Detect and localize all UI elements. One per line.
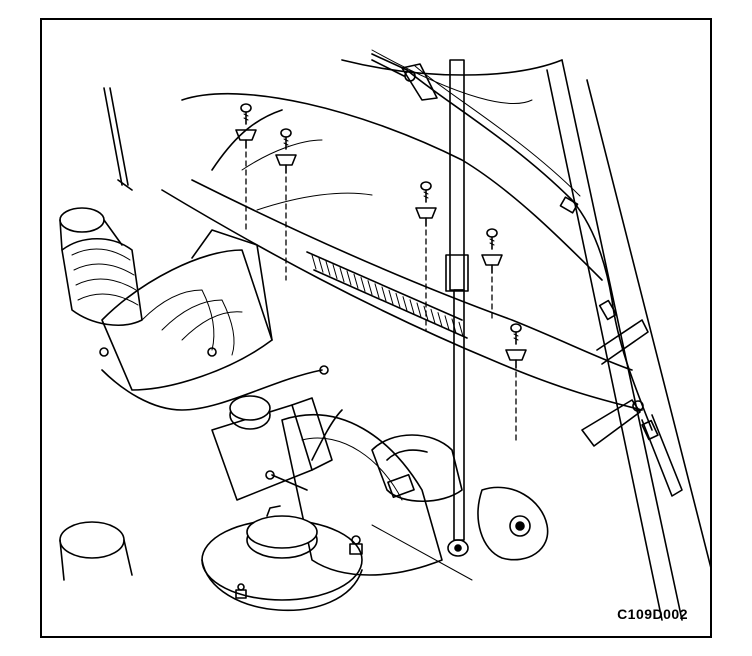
screw-fastener <box>415 181 437 331</box>
strut-bolt <box>235 535 363 599</box>
engine-bay-line-drawing <box>59 49 710 621</box>
screw-fastener <box>275 128 297 281</box>
washer-hose <box>406 65 659 441</box>
brake-fluid-reservoir <box>211 395 333 501</box>
figure-frame: C109D002 <box>40 18 712 638</box>
figure-code: C109D002 <box>617 606 688 622</box>
hood-support-strut <box>445 59 469 557</box>
dipstick <box>103 87 133 191</box>
brake-booster <box>281 414 473 581</box>
strut-tower <box>59 505 363 612</box>
wiper-motor <box>371 434 549 561</box>
cowl-seal-strip <box>306 251 468 339</box>
hood-panel <box>341 49 710 621</box>
cowl-panel <box>161 92 643 411</box>
engine-cover <box>99 229 273 391</box>
screw-fastener <box>505 323 527 441</box>
sensor-wire <box>101 365 343 461</box>
air-intake-duct <box>59 207 143 326</box>
hose-connector <box>371 53 438 101</box>
fasteners <box>235 103 527 441</box>
screw-fastener <box>235 103 257 231</box>
screw-fastener <box>481 228 503 321</box>
